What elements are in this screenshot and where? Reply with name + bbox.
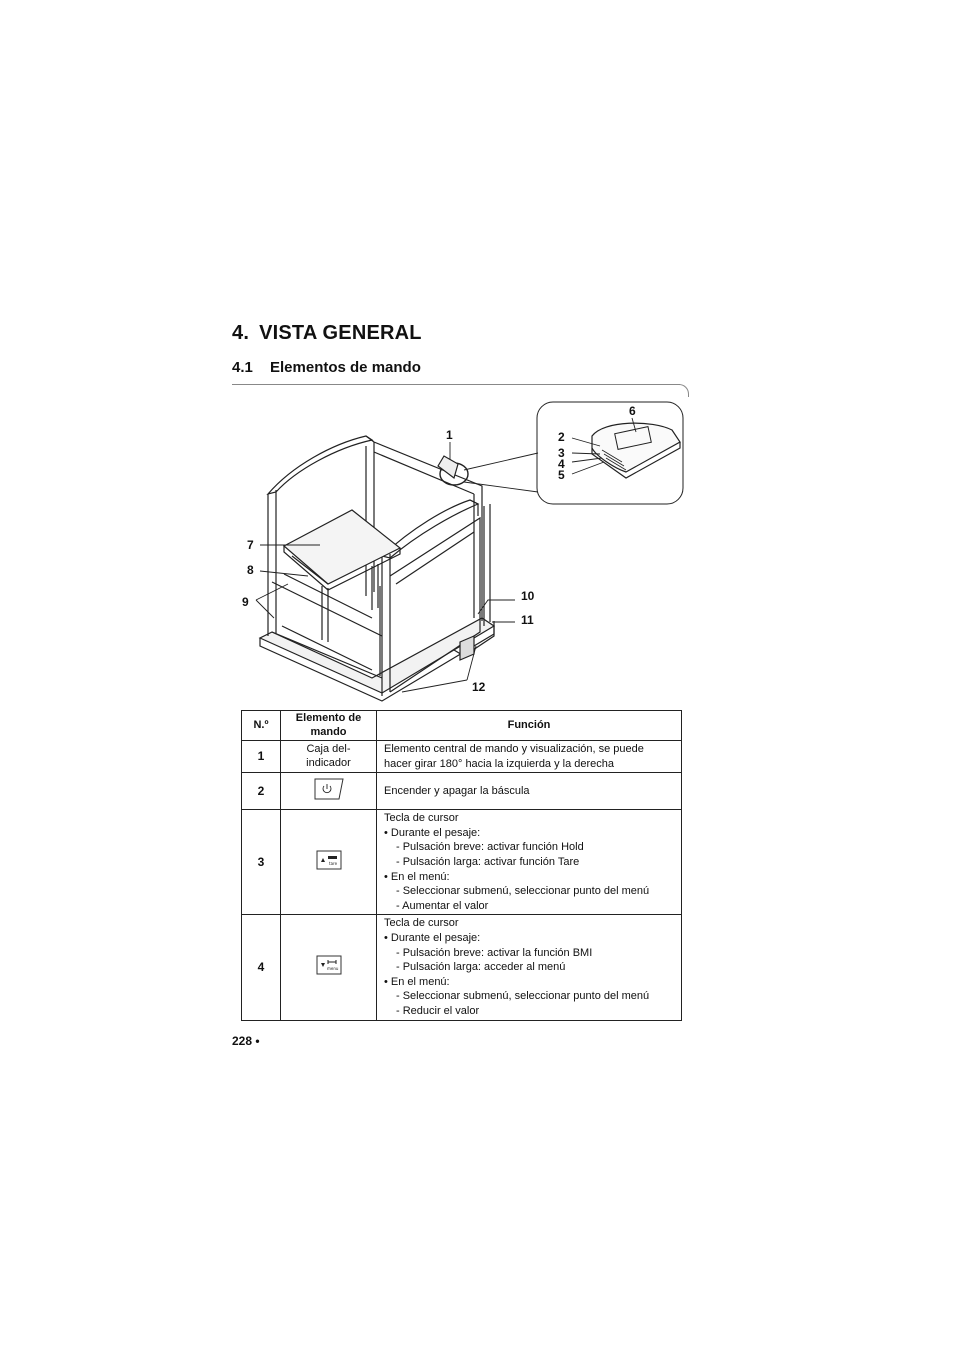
row-element: menu — [280, 914, 377, 1021]
section-title: 4.1 Elementos de mando — [232, 359, 421, 376]
header-function: Función — [376, 710, 682, 741]
callout-11: 11 — [521, 613, 534, 627]
bmi-menu-down-key-icon: menu — [316, 955, 341, 975]
function-bullet: • En el menú: — [384, 870, 450, 883]
function-subline: - Seleccionar submenú, seleccionar punto… — [396, 990, 650, 1003]
table-row: 1 Caja del-indicador Elemento central de… — [241, 739, 682, 774]
row-element: tare — [280, 809, 377, 916]
callout-12: 12 — [472, 680, 486, 694]
function-line: Tecla de cursor — [384, 917, 459, 930]
function-subline: - Pulsación breve: activar la función BM… — [396, 946, 593, 959]
controls-table: N.º Elemento de mando Función 1 Caja del… — [241, 710, 682, 1021]
chapter-title-text: VISTA GENERAL — [259, 322, 422, 344]
chapter-number: 4. — [232, 322, 250, 344]
header-element: Elemento de mando — [280, 710, 377, 741]
callout-7: 7 — [247, 538, 254, 552]
function-subline: - Pulsación larga: acceder al menú — [396, 961, 566, 974]
function-bullet: • Durante el pesaje: — [384, 931, 481, 944]
function-bullet: • Durante el pesaje: — [384, 826, 481, 839]
menu-key-label: menu — [327, 966, 339, 971]
function-subline: - Pulsación breve: activar función Hold — [396, 841, 584, 854]
function-subline: - Pulsación larga: activar función Tare — [396, 855, 580, 868]
function-subline: - Aumentar el valor — [396, 899, 489, 912]
chapter-title: 4. VISTA GENERAL — [232, 322, 422, 345]
callout-9: 9 — [242, 595, 249, 609]
callout-4: 4 — [558, 457, 565, 471]
callout-8: 8 — [247, 563, 254, 577]
row-element — [280, 772, 377, 811]
page-number: 228 • — [232, 1034, 260, 1048]
callout-6: 6 — [629, 404, 636, 418]
row-function: Tecla de cursor • Durante el pesaje: - P… — [376, 809, 682, 916]
section-number: 4.1 — [232, 359, 253, 376]
row-function: Elemento central de mando y visualizació… — [376, 739, 682, 774]
callout-5: 5 — [558, 468, 565, 482]
row-element-text: Caja del-indicador — [306, 743, 351, 770]
scale-illustration: 1 2 3 4 5 6 7 8 9 10 11 12 — [232, 396, 688, 706]
scale-drawing — [255, 401, 684, 702]
function-line: Elemento central de mando y visualizació… — [384, 743, 644, 755]
function-subline: - Seleccionar submenú, seleccionar punto… — [396, 885, 650, 898]
section-divider — [232, 384, 680, 385]
header-element-text: Elemento de mando — [295, 712, 362, 739]
function-subline: - Reducir el valor — [396, 1004, 480, 1017]
function-line: Encender y apagar la báscula — [384, 784, 530, 797]
function-line: Tecla de cursor — [384, 812, 459, 825]
row-number: 2 — [241, 772, 281, 811]
table-header-row: N.º Elemento de mando Función — [241, 710, 682, 741]
callout-3: 3 — [558, 446, 565, 460]
callout-2: 2 — [558, 430, 565, 444]
function-line: hacer girar 180° hacia la izquierda y la… — [384, 757, 615, 770]
row-number: 1 — [241, 739, 281, 774]
callout-10: 10 — [521, 589, 535, 603]
row-function: Encender y apagar la báscula — [376, 772, 682, 811]
hold-tare-up-key-icon: tare — [316, 850, 341, 870]
row-number: 3 — [241, 809, 281, 916]
row-number: 4 — [241, 914, 281, 1021]
section-divider-curve — [676, 384, 689, 397]
table-row: 2 Encender y apagar la báscula — [241, 772, 682, 811]
function-bullet: • En el menú: — [384, 975, 450, 988]
power-key-icon — [314, 778, 344, 800]
table-row: 3 tare Tecla de cursor • Durante el pesa… — [241, 809, 682, 916]
tare-key-label: tare — [329, 861, 338, 866]
header-no: N.º — [241, 710, 281, 741]
callout-1: 1 — [446, 428, 453, 442]
row-element: Caja del-indicador — [280, 739, 377, 774]
table-row: 4 menu Tecla de cursor • Durante el pesa… — [241, 914, 682, 1021]
section-title-text: Elementos de mando — [270, 359, 421, 376]
row-function: Tecla de cursor • Durante el pesaje: - P… — [376, 914, 682, 1021]
